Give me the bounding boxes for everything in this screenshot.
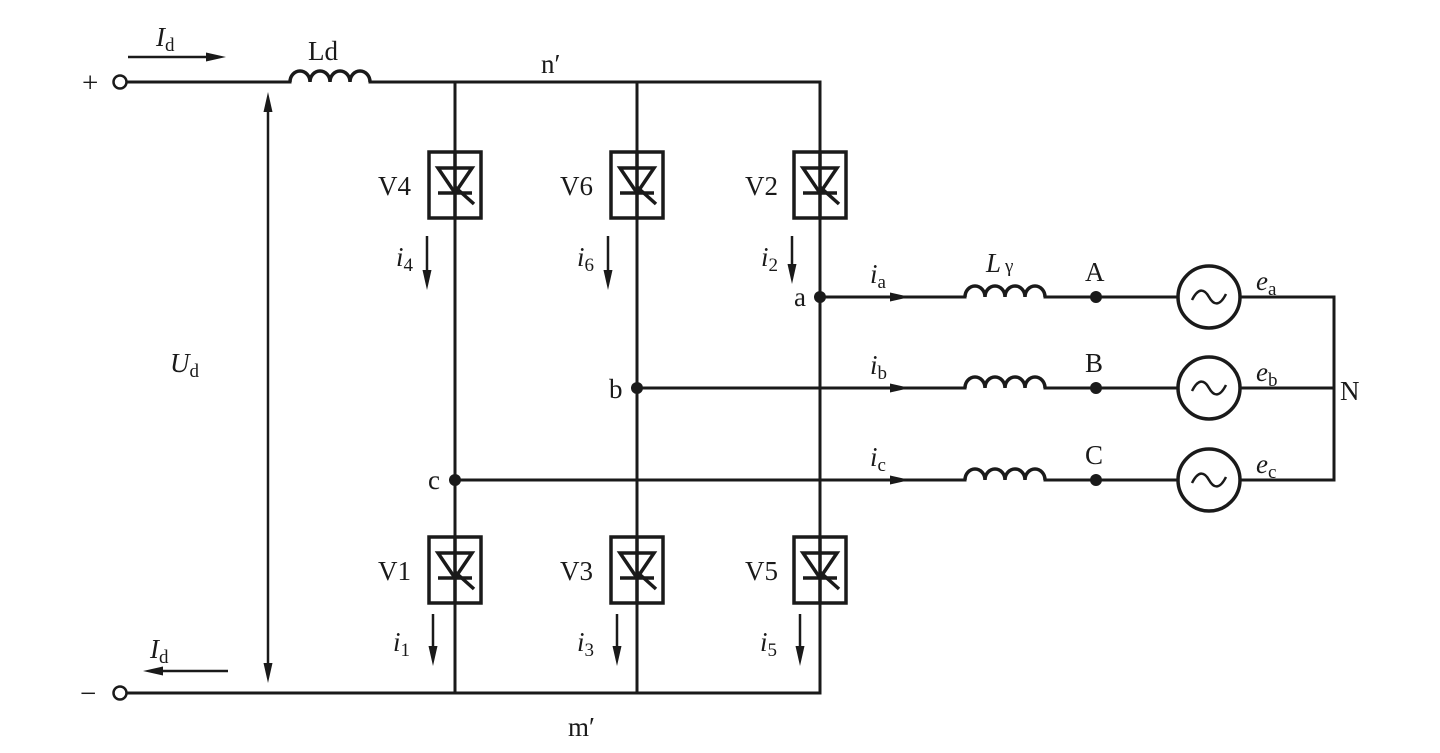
i5-label: i5 — [760, 627, 777, 661]
ld-label: Ld — [308, 36, 338, 66]
i1-label: i1 — [393, 627, 410, 661]
node-C-label: C — [1085, 440, 1103, 470]
ac-source-b — [1176, 355, 1242, 421]
v1-label: V1 — [378, 556, 411, 586]
ud-label: Ud — [170, 348, 200, 382]
ac-source-c — [1176, 447, 1242, 513]
id-top-label: Id — [155, 22, 175, 56]
node-b-dot — [631, 382, 643, 394]
ea-label: ea — [1256, 266, 1277, 300]
ud-voltage-arrow — [263, 92, 273, 683]
inductor-phase-c — [963, 467, 1047, 481]
inductor-ld — [288, 69, 372, 83]
thyristor-v2 — [792, 150, 848, 220]
dc-bus-wiring — [125, 80, 822, 695]
node-b-label: b — [609, 374, 623, 404]
minus-label: − — [80, 678, 96, 710]
thyristor-v4 — [427, 150, 483, 220]
i3-label: i3 — [577, 627, 594, 661]
i6-label: i6 — [577, 242, 594, 276]
n-prime-label: n′ — [541, 49, 560, 79]
node-A-dot — [1090, 291, 1102, 303]
node-c-label: c — [428, 465, 440, 495]
node-c-dot — [449, 474, 461, 486]
id-bottom-arrow — [143, 666, 228, 676]
thyristor-v5 — [792, 535, 848, 605]
id-top-arrow — [128, 52, 226, 62]
branch-current-arrows — [422, 236, 805, 666]
positive-terminal — [112, 74, 128, 90]
neutral-label: N — [1340, 376, 1360, 406]
v5-label: V5 — [745, 556, 778, 586]
node-A-label: A — [1085, 257, 1105, 287]
thyristor-v6 — [609, 150, 665, 220]
ib-label: ib — [870, 350, 887, 384]
plus-label: + — [82, 67, 98, 99]
node-B-label: B — [1085, 348, 1103, 378]
i2-label: i2 — [761, 242, 778, 276]
ec-label: ec — [1256, 449, 1276, 483]
ac-source-a — [1176, 264, 1242, 330]
node-C-dot — [1090, 474, 1102, 486]
v2-label: V2 — [745, 171, 778, 201]
thyristor-v1 — [427, 535, 483, 605]
ia-label: ia — [870, 259, 887, 293]
phase-current-arrows — [868, 292, 910, 485]
node-B-dot — [1090, 382, 1102, 394]
i4-label: i4 — [396, 242, 414, 276]
ic-label: ic — [870, 442, 886, 476]
node-a-label: a — [794, 282, 806, 312]
ac-phase-wiring — [453, 295, 1336, 482]
m-prime-label: m′ — [568, 712, 595, 742]
v3-label: V3 — [560, 556, 593, 586]
v4-label: V4 — [378, 171, 411, 201]
eb-label: eb — [1256, 357, 1277, 391]
id-bottom-label: Id — [149, 634, 169, 668]
inductor-phase-b — [963, 375, 1047, 389]
node-a-dot — [814, 291, 826, 303]
v6-label: V6 — [560, 171, 593, 201]
thyristor-v3 — [609, 535, 665, 605]
negative-terminal — [112, 685, 128, 701]
inductor-phase-a — [963, 284, 1047, 298]
